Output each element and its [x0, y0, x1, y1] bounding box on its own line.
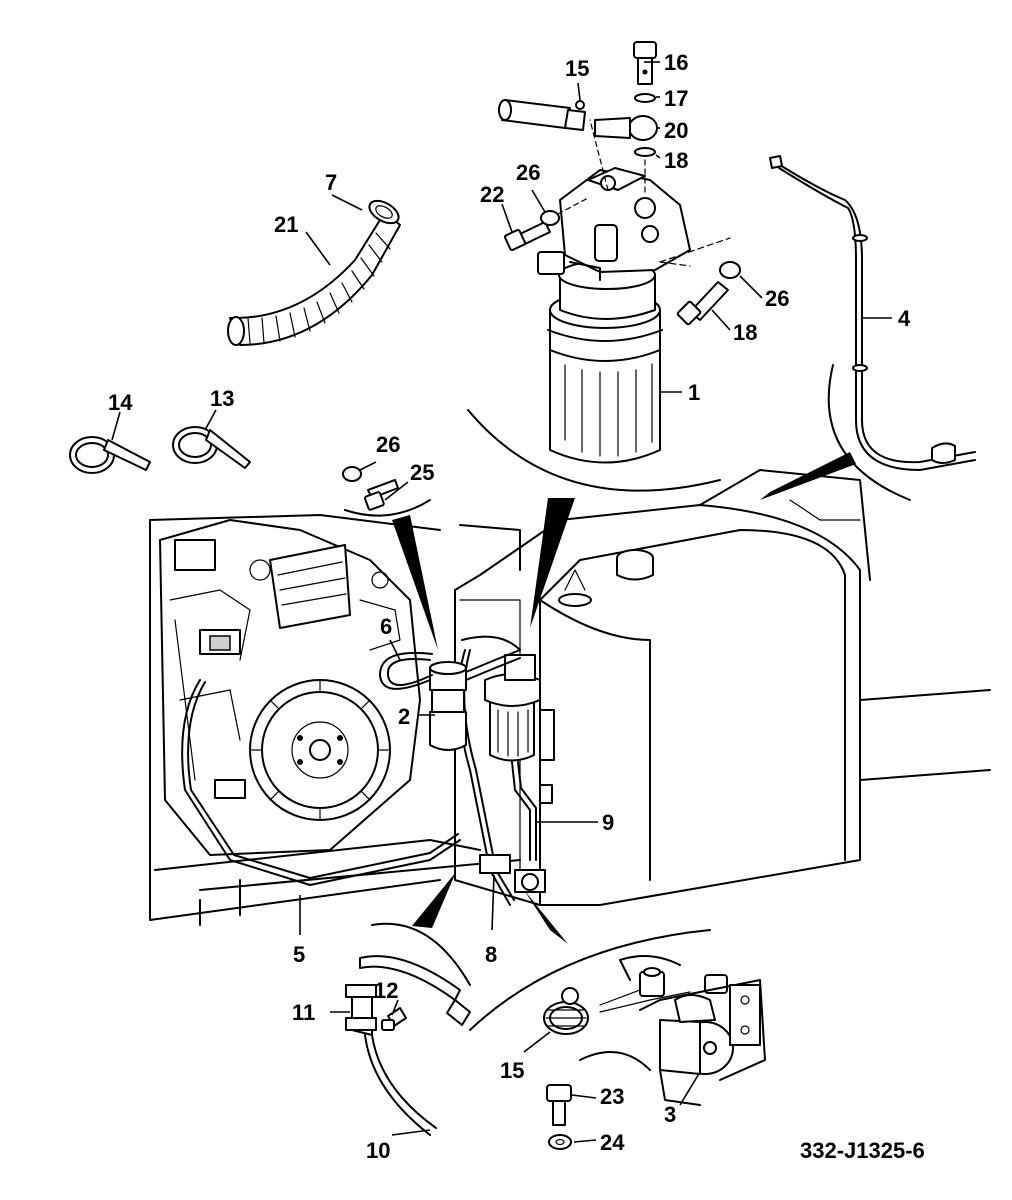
- callout-8: 8: [485, 942, 497, 967]
- callout-1: 1: [688, 380, 700, 405]
- callout-13: 13: [210, 386, 234, 411]
- callout-16: 16: [664, 50, 688, 75]
- callout-21: 21: [274, 212, 298, 237]
- callout-5: 5: [293, 942, 305, 967]
- callout-23: 23: [600, 1084, 624, 1109]
- callout-18-top: 18: [664, 148, 688, 173]
- cable-ties: [69, 426, 251, 474]
- callout-labels: 1 2 3 4 5 6 7 8 9 10 11 12 13 14 15 15 1…: [108, 50, 911, 1163]
- fuel-filter-detail: [537, 167, 731, 464]
- pump-detail: [543, 955, 766, 1150]
- callout-3: 3: [664, 1102, 676, 1127]
- callout-9: 9: [602, 810, 614, 835]
- callout-26-top: 26: [516, 160, 540, 185]
- callout-11: 11: [292, 1000, 315, 1025]
- callout-22: 22: [480, 182, 504, 207]
- bolt-22-washer-26: [504, 197, 589, 251]
- callout-10: 10: [366, 1138, 390, 1163]
- callout-15-bottom: 15: [500, 1058, 524, 1083]
- pointer-wedges: [392, 452, 856, 944]
- callout-18-right: 18: [733, 320, 757, 345]
- callout-6: 6: [380, 614, 392, 639]
- callout-24: 24: [600, 1130, 625, 1155]
- leader-lines: [111, 61, 892, 1143]
- callout-7: 7: [325, 170, 337, 195]
- callout-26-left: 26: [376, 432, 400, 457]
- bolt-25-washer-26-left: [342, 466, 399, 511]
- detail-arcs: [344, 364, 911, 1071]
- banjo-fitting-stack: [498, 41, 658, 196]
- callout-17: 17: [664, 86, 688, 111]
- callout-26-right: 26: [765, 286, 789, 311]
- fuel-tank-assembly: [454, 469, 991, 906]
- callout-15-top: 15: [565, 56, 589, 81]
- primary-filter-2: [379, 649, 521, 751]
- figure-id: 332-J1325-6: [800, 1138, 925, 1163]
- callout-4: 4: [898, 306, 911, 331]
- clamp-detail: [345, 955, 471, 1136]
- callout-20: 20: [664, 118, 688, 143]
- callout-14: 14: [108, 390, 133, 415]
- callout-2: 2: [398, 704, 410, 729]
- engine-assembly: [149, 514, 521, 926]
- bolt-18-washer-26-right: [676, 261, 741, 326]
- fuel-line-4: [769, 155, 976, 471]
- callout-12: 12: [374, 978, 398, 1003]
- callout-25: 25: [410, 460, 434, 485]
- corrugated-hose: [227, 199, 401, 346]
